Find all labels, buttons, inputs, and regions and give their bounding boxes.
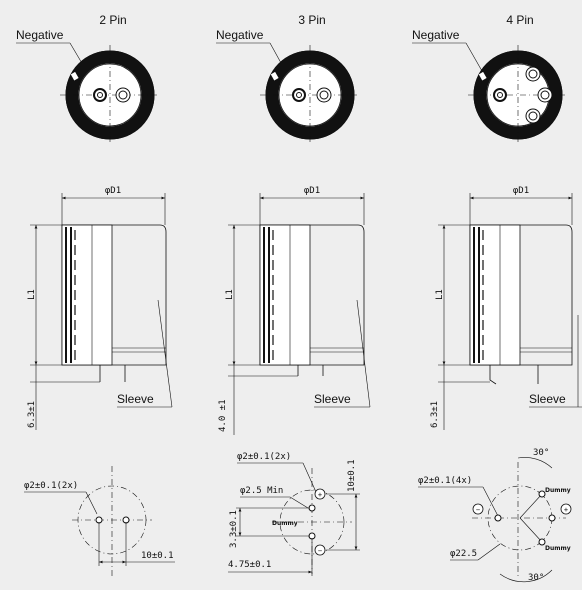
pcb-pattern-3pin: φ2±0.1(2x) φ2.5 Min + − Dummy 10±0.1 3.3…: [228, 452, 360, 576]
pcb-pattern-2pin: φ2±0.1(2x) 10±0.1: [24, 466, 175, 576]
dummy-label-3pin: Dummy: [272, 520, 298, 527]
sleeve-label-2pin: Sleeve: [117, 392, 154, 406]
dummy-bottom-label-4pin: Dummy: [545, 545, 571, 552]
top-view-3pin: Negative: [216, 28, 360, 145]
offset-v-label-3pin: 3.3±0.1: [229, 510, 239, 548]
vert-label-3pin: 10±0.1: [347, 459, 357, 492]
diameter-label-4pin: φD1: [513, 186, 529, 196]
hole-label-2pin: φ2±0.1(2x): [24, 481, 78, 491]
hole-label-4pin: φ2±0.1(4x): [418, 476, 472, 486]
side-view-2pin: φD1 L1 6.3±1 Sleeve: [27, 186, 173, 430]
spacing-label-2pin: 10±0.1: [141, 551, 174, 561]
min-label-3pin: φ2.5 Min: [240, 486, 283, 496]
title-4pin: 4 Pin: [506, 13, 533, 27]
top-view-4pin: Negative: [412, 28, 568, 145]
svg-text:+: +: [564, 506, 568, 514]
length-label-2pin: L1: [27, 289, 37, 300]
sleeve-label-4pin: Sleeve: [529, 392, 566, 406]
hole-label-3pin: φ2±0.1(2x): [237, 452, 291, 462]
pcb-pattern-4pin: 30° φ2±0.1(4x) − + Dummy Dummy φ22.5 30°: [418, 448, 572, 583]
lead-length-2pin: 6.3±1: [27, 401, 37, 428]
angle-top-label-4pin: 30°: [533, 448, 549, 458]
title-3pin: 3 Pin: [298, 13, 325, 27]
negative-label-2pin: Negative: [16, 28, 64, 42]
diameter-label-3pin: φD1: [304, 186, 320, 196]
lead-length-3pin: 4.0 ±1: [218, 399, 228, 432]
svg-text:+: +: [318, 491, 322, 499]
negative-label-3pin: Negative: [216, 28, 264, 42]
pcd-label-4pin: φ22.5: [450, 549, 477, 559]
svg-text:−: −: [318, 547, 322, 555]
angle-bottom-label-4pin: 30°: [528, 573, 544, 583]
title-2pin: 2 Pin: [99, 13, 126, 27]
negative-label-4pin: Negative: [412, 28, 460, 42]
lead-length-4pin: 6.3±1: [430, 401, 440, 428]
length-label-3pin: L1: [225, 289, 235, 300]
offset-h-label-3pin: 4.75±0.1: [228, 560, 271, 570]
sleeve-label-3pin: Sleeve: [314, 392, 351, 406]
side-view-3pin: φD1 L1 4.0 ±1 Sleeve: [218, 186, 371, 435]
svg-text:−: −: [476, 506, 480, 514]
diameter-label-2pin: φD1: [105, 186, 121, 196]
top-view-2pin: Negative: [16, 28, 160, 145]
length-label-4pin: L1: [435, 289, 445, 300]
dummy-top-label-4pin: Dummy: [545, 487, 571, 494]
side-view-4pin: φD1 L1 6.3±1 Sleeve: [430, 186, 582, 430]
